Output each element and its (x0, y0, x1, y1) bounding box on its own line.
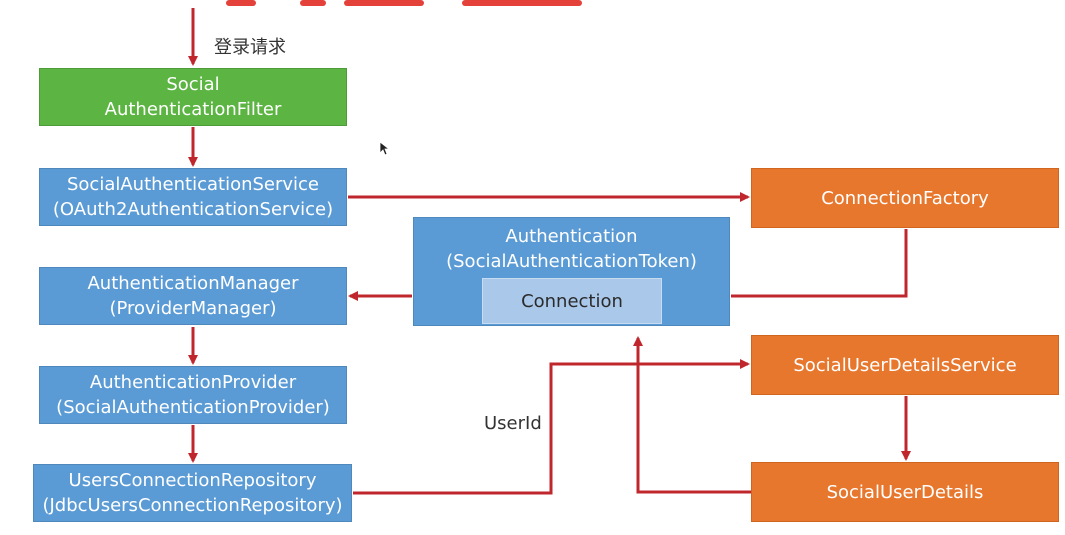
social-user-details-service-box: SocialUserDetailsService (751, 335, 1059, 395)
box-title: AuthenticationProvider (89, 372, 297, 393)
box-title: UsersConnectionRepository (68, 470, 317, 491)
users-connection-repository-box: UsersConnectionRepository (JdbcUsersConn… (33, 464, 352, 522)
authentication-provider-box: AuthenticationProvider (SocialAuthentica… (39, 366, 347, 424)
authentication-box: Authentication (SocialAuthenticationToke… (413, 217, 730, 326)
box-subtitle: (JdbcUsersConnectionRepository) (42, 495, 343, 516)
arrow-repository-to-userdetailsservice (353, 359, 750, 495)
box-title: Authentication (505, 226, 638, 247)
box-subtitle: (SocialAuthenticationProvider) (56, 397, 330, 418)
userid-label: UserId (484, 413, 542, 434)
top-cutoff-mark (462, 0, 582, 6)
box-title: SocialUserDetailsService (793, 354, 1017, 376)
box-subtitle: AuthenticationFilter (104, 99, 282, 120)
arrow-userdetails-to-authentication (633, 336, 751, 494)
connection-factory-box: ConnectionFactory (751, 168, 1059, 228)
box-subtitle: (SocialAuthenticationToken) (446, 251, 697, 272)
box-title: ConnectionFactory (821, 187, 989, 209)
box-subtitle: (ProviderManager) (109, 298, 277, 319)
box-subtitle: (OAuth2AuthenticationService) (52, 199, 334, 220)
arrow-factory-to-authentication (731, 229, 908, 298)
box-title: SocialUserDetails (826, 481, 984, 503)
social-user-details-box: SocialUserDetails (751, 462, 1059, 522)
login-request-label: 登录请求 (214, 37, 286, 58)
mouse-cursor-icon (379, 141, 389, 156)
box-title: Social (166, 74, 220, 95)
box-title: SocialAuthenticationService (66, 174, 320, 195)
top-cutoff-mark (226, 0, 256, 6)
social-authentication-filter-box: Social AuthenticationFilter (39, 68, 347, 126)
top-cutoff-mark (300, 0, 326, 6)
top-cutoff-mark (344, 0, 424, 6)
social-authentication-service-box: SocialAuthenticationService (OAuth2Authe… (39, 168, 347, 226)
box-title: AuthenticationManager (87, 273, 299, 294)
authentication-manager-box: AuthenticationManager (ProviderManager) (39, 267, 347, 325)
connection-box: Connection (482, 278, 662, 324)
